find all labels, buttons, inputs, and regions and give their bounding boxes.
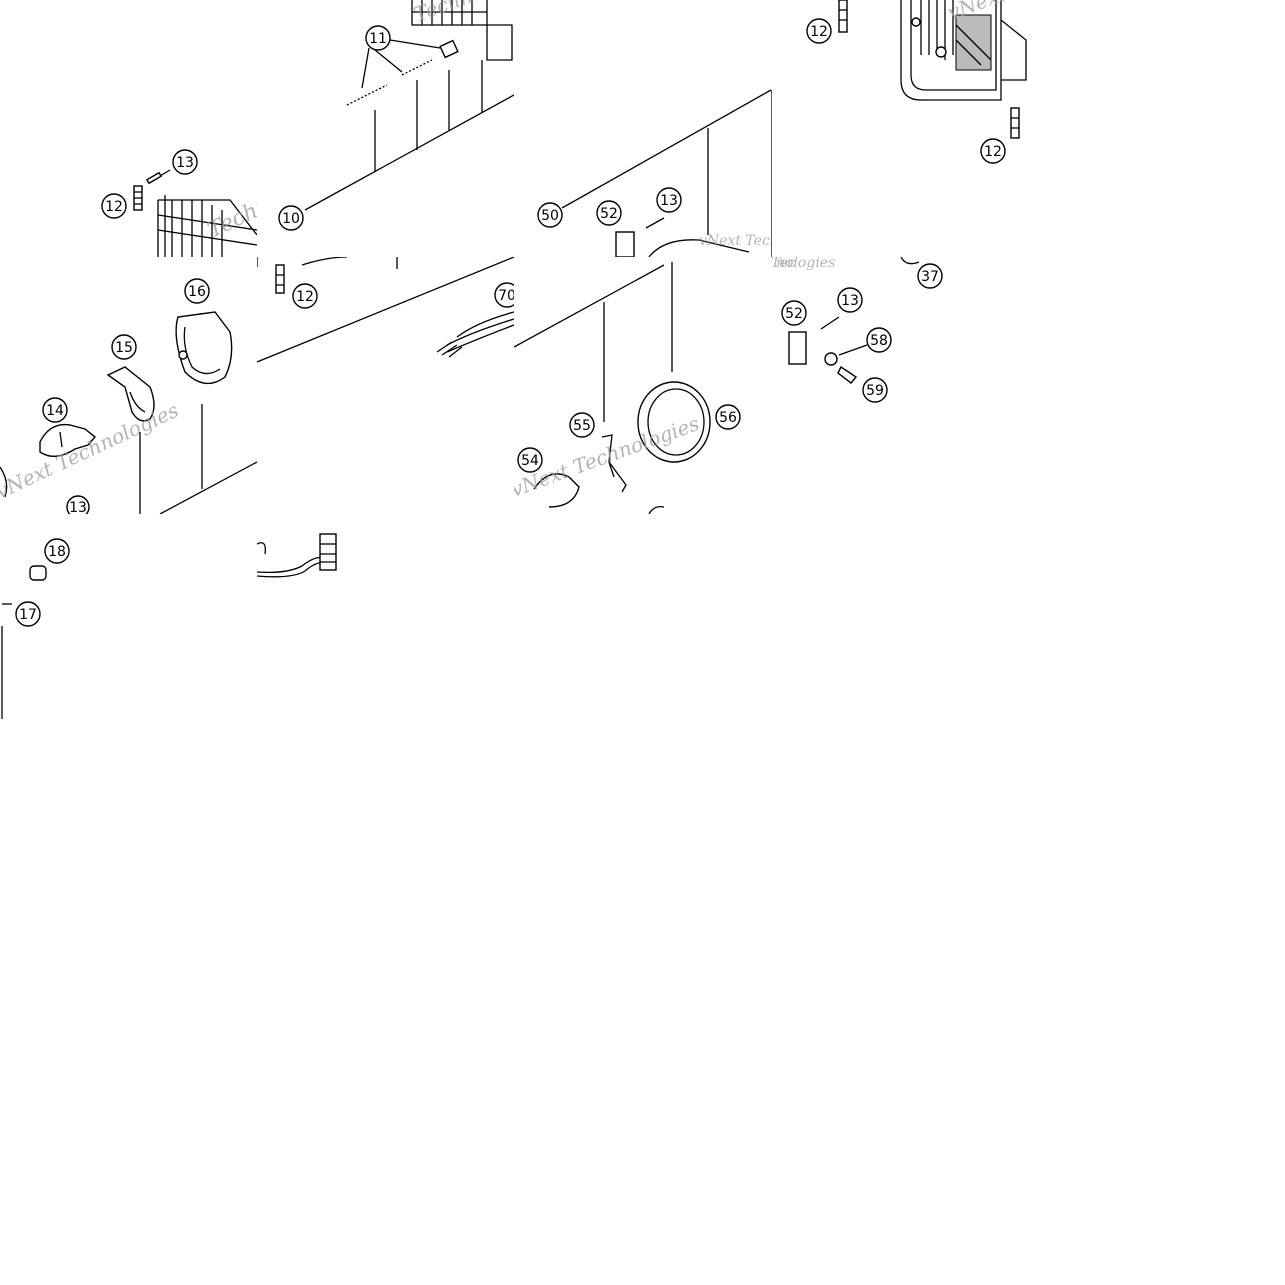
callout-52: 52	[596, 200, 622, 226]
svg-text:59: 59	[866, 383, 884, 399]
callout-13: 13	[656, 187, 682, 213]
svg-text:56: 56	[719, 410, 737, 426]
svg-text:50: 50	[541, 208, 559, 224]
tile-bulb-socket: 16 15 14 vNext Technologies	[0, 257, 257, 514]
callout-18: 18	[44, 538, 70, 564]
callout-50: 50	[537, 202, 563, 228]
callout-12: 12	[292, 283, 318, 309]
tile-mount: Tec nologies 37 52 13 58	[771, 257, 1028, 514]
callout-54: 54	[517, 447, 543, 473]
svg-text:13: 13	[660, 193, 678, 209]
callout-70: 70	[494, 282, 514, 308]
svg-text:Tec: Tec	[771, 257, 796, 271]
svg-text:15: 15	[115, 340, 133, 356]
callout-14: 14	[42, 397, 68, 423]
callout-15: 15	[111, 334, 137, 360]
callout-56: 56	[715, 404, 741, 430]
callout-10: 10	[278, 205, 304, 231]
svg-text:vNext Technologies: vNext Technologies	[0, 398, 182, 504]
callout-52: 52	[781, 300, 807, 326]
callout-12: 12	[101, 193, 127, 219]
svg-text:16: 16	[188, 284, 206, 300]
svg-text:52: 52	[785, 306, 803, 322]
tile-connector	[257, 514, 514, 771]
callout-58: 58	[866, 327, 892, 353]
tile-screws: Technologies 11 10	[257, 0, 514, 257]
tile-rear-lamp: 12 vNext 12	[771, 0, 1028, 257]
lens-grid-top	[412, 0, 487, 25]
callout-12: 12	[806, 18, 832, 44]
tile-bracket: 50 52 13 vNext Technologies	[514, 0, 771, 257]
callout-37: 37	[917, 263, 943, 289]
callout-16: 16	[184, 278, 210, 304]
svg-text:12: 12	[105, 199, 123, 215]
tile-headlamp-ring: 56 55 54 vNext Technologies	[514, 257, 771, 514]
headlamp-drawing: 13 12 Technologies	[101, 149, 257, 257]
callout-11: 11	[365, 25, 391, 51]
callout-17: 17	[15, 601, 41, 627]
svg-text:52: 52	[600, 206, 618, 222]
lamp-lens-grid	[920, 0, 992, 71]
callout-59: 59	[862, 377, 888, 403]
svg-text:55: 55	[573, 418, 591, 434]
svg-text:13: 13	[176, 155, 194, 171]
svg-text:11: 11	[369, 31, 387, 47]
tile-headlamp-left: 13 12 Technologies	[0, 0, 257, 257]
svg-text:14: 14	[46, 403, 64, 419]
svg-text:vNext Technologies: vNext Technologies	[699, 233, 771, 249]
callout-12: 12	[980, 138, 1006, 164]
svg-text:37: 37	[921, 269, 939, 285]
svg-text:12: 12	[810, 24, 828, 40]
svg-text:17: 17	[19, 607, 37, 623]
svg-text:13: 13	[841, 293, 859, 309]
svg-text:13: 13	[69, 500, 87, 514]
tile-grommet: 18 17	[0, 514, 257, 771]
callout-55: 55	[569, 412, 595, 438]
headlamp-lens-grid	[157, 200, 257, 257]
svg-text:58: 58	[870, 333, 888, 349]
callout-13: 13	[837, 287, 863, 313]
tile-harness: 12 70	[257, 257, 514, 514]
svg-text:10: 10	[282, 211, 300, 227]
svg-text:12: 12	[296, 289, 314, 305]
svg-text:54: 54	[521, 453, 539, 469]
callout-13: 13	[66, 495, 90, 514]
callout-13: 13	[172, 149, 198, 175]
svg-text:12: 12	[984, 144, 1002, 160]
svg-text:nologies: nologies	[776, 257, 835, 271]
svg-text:18: 18	[48, 544, 66, 560]
svg-text:70: 70	[498, 288, 514, 304]
